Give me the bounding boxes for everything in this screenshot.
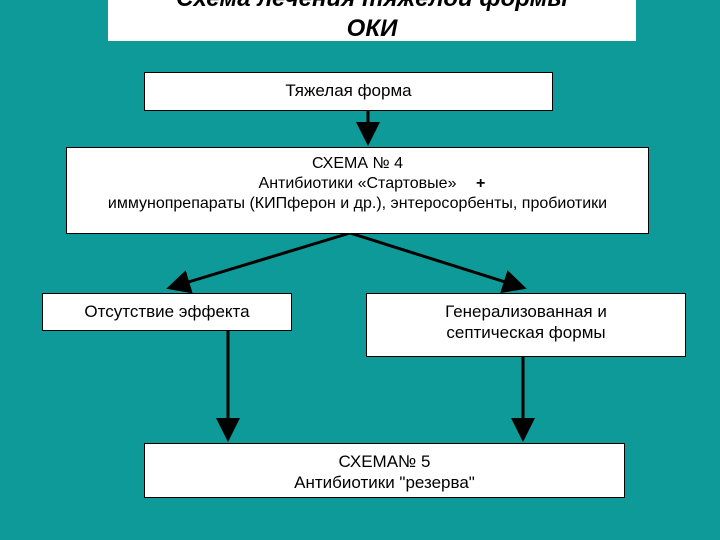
node-scheme-5: СХЕМА№ 5 Антибиотики "резерва": [144, 443, 625, 498]
title-box: Схема лечения тяжелой формы ОКИ: [108, 0, 636, 41]
node-no-effect: Отсутствие эффекта: [42, 293, 292, 331]
scheme4-plus-sign: +: [476, 175, 486, 192]
node-generalized-septic: Генерализованная и септическая формы: [366, 293, 686, 357]
node-severe-form: Тяжелая форма: [144, 72, 553, 111]
arrow-scheme4-to-noeffect: [166, 231, 351, 294]
arrow-scheme4-to-generalized: [349, 231, 527, 294]
diagram-title: Схема лечения тяжелой формы ОКИ: [176, 0, 568, 41]
node-scheme-4: СХЕМА № 4 Антибиотики «Стартовые» иммуно…: [66, 147, 649, 234]
